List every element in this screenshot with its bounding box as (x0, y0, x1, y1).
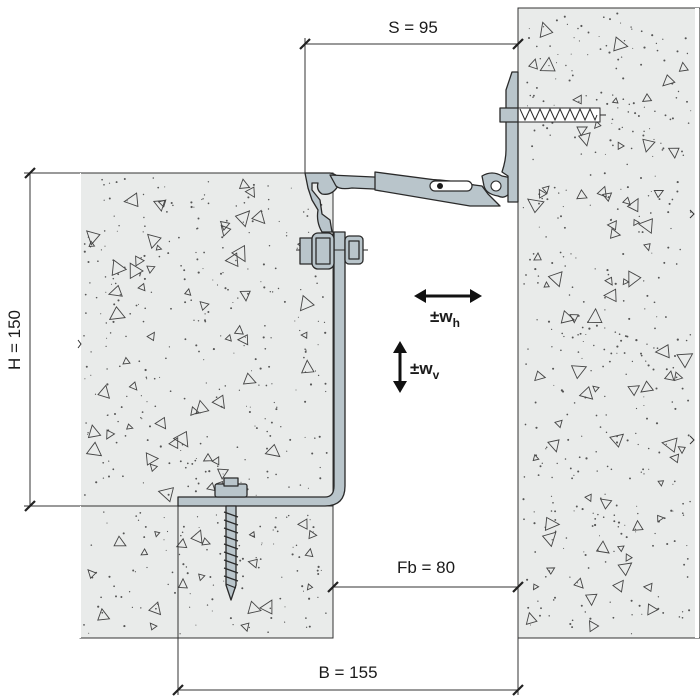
horizontal-movement-label: ±wh (430, 307, 460, 330)
dimension-h-label: H = 150 (5, 310, 24, 370)
dimension-b-label: B = 155 (318, 663, 377, 682)
dimension-h: H = 150 (5, 167, 80, 512)
dimension-s-label: S = 95 (388, 18, 438, 37)
floor-screw-icon (214, 477, 248, 601)
vertical-movement-label: ±wv (410, 359, 440, 382)
dimension-s: S = 95 (299, 18, 524, 173)
horizontal-movement-arrow (414, 289, 482, 303)
dimension-fb-label: Fb = 80 (397, 558, 455, 577)
concrete-left-upper (77, 172, 334, 507)
concrete-right-wall (517, 7, 700, 639)
bolt-nut-icon (296, 232, 368, 270)
dimension-fb: Fb = 80 (327, 558, 524, 593)
dimension-b: B = 155 (172, 506, 524, 696)
concrete-aggregate (83, 12, 694, 635)
vertical-movement-arrow (393, 341, 407, 393)
concrete-left-lower (79, 505, 334, 639)
top-cover-profile (304, 71, 519, 233)
wall-anchor-icon (499, 107, 606, 123)
angle-profile (177, 231, 346, 507)
